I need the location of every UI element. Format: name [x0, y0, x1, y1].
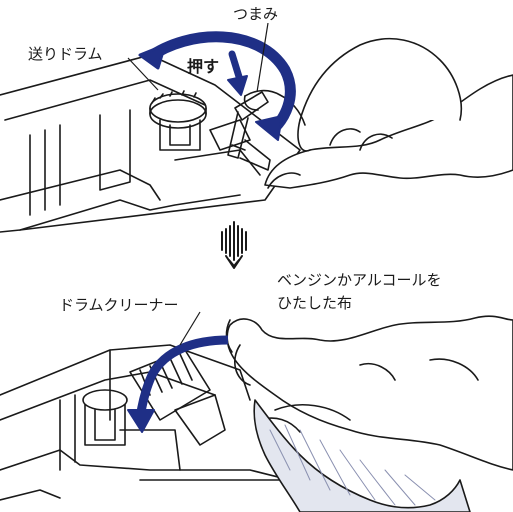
push-arrow: [227, 50, 248, 96]
drum-cleaner-label: ドラムクリーナー: [58, 296, 180, 314]
hand-bottom: [226, 315, 513, 471]
push-label: 押す: [187, 57, 220, 76]
knob-part: [227, 91, 271, 171]
hand-top: [243, 37, 513, 189]
cloth-label-line2: ひたした布: [276, 294, 354, 312]
leader-lines: [127, 22, 269, 346]
wipe-arrow: [127, 335, 229, 433]
feed-drum: [149, 90, 251, 151]
rotation-arrow: [138, 31, 296, 141]
cloth-label-line1: ベンジンかアルコールを: [276, 271, 443, 289]
knob-label: つまみ: [232, 5, 280, 23]
feed-drum-label: 送りドラム: [27, 45, 104, 63]
down-arrow-icon: [221, 221, 247, 269]
